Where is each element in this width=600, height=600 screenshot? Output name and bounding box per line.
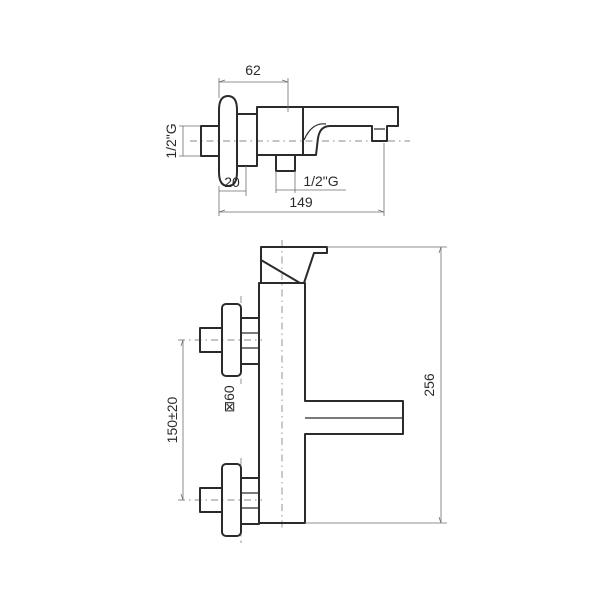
top-view-spout bbox=[302, 106, 399, 156]
top-view-body bbox=[256, 106, 304, 156]
top-view: 62 1/2"G 20 1/2"G bbox=[163, 62, 410, 216]
mixer-body bbox=[258, 282, 404, 524]
dim-inlet-thread: 1/2"G bbox=[163, 123, 200, 159]
dim-149-label: 149 bbox=[289, 194, 313, 210]
dim-62: 62 bbox=[218, 62, 289, 112]
top-view-spout-detail bbox=[303, 123, 327, 141]
dim-256-label: 256 bbox=[421, 373, 437, 397]
dim-outlet-thread-label: 1/2"G bbox=[303, 173, 338, 189]
upper-nut bbox=[240, 317, 260, 365]
dim-62-label: 62 bbox=[245, 62, 261, 78]
dim-150: 150±20 bbox=[164, 339, 184, 501]
dim-flange-label: ⊠60 bbox=[221, 385, 237, 413]
front-view: 150±20 ⊠60 256 bbox=[164, 240, 447, 543]
top-view-outlet bbox=[275, 154, 296, 172]
dim-149: 149 bbox=[218, 143, 385, 216]
dim-20: 20 bbox=[218, 166, 247, 196]
dim-20-label: 20 bbox=[224, 174, 240, 190]
top-view-nut bbox=[236, 113, 258, 167]
top-view-eccentric bbox=[200, 125, 220, 157]
dim-256: 256 bbox=[305, 246, 447, 524]
dim-150-label: 150±20 bbox=[164, 396, 180, 443]
lever-handle-edge bbox=[260, 259, 301, 284]
lower-nut bbox=[240, 477, 260, 525]
top-view-rosette bbox=[218, 95, 238, 187]
dim-outlet-thread: 1/2"G bbox=[275, 171, 346, 193]
dim-inlet-thread-label: 1/2"G bbox=[163, 123, 179, 158]
